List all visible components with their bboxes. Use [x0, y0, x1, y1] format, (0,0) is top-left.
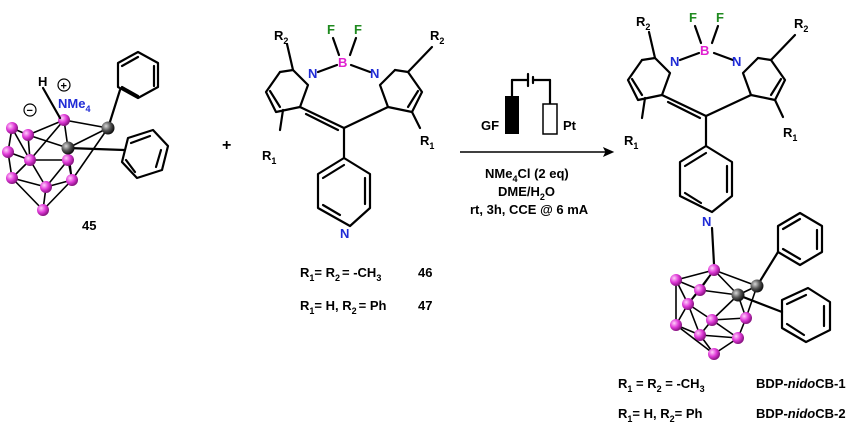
- cage-boron-atom: [6, 122, 18, 134]
- product-substituent-R2-left: R2: [636, 14, 650, 32]
- cage-carbon-atom: [750, 279, 764, 293]
- compound-number-46: 46: [418, 265, 432, 280]
- minus-charge-label: −: [27, 105, 33, 117]
- cage-boron-atom: [24, 154, 36, 166]
- nido-carborane-45: H NMe4 + − 45: [2, 50, 170, 233]
- cage-boron-atom: [37, 204, 49, 216]
- reagent-line: NMe4Cl (2 eq): [485, 166, 569, 184]
- bdp-nidocb-product: R2 R2 R1 R1 F F B N N N R1 = R2 = -CH3 B…: [618, 10, 846, 424]
- fluorine-label-left: F: [327, 22, 335, 37]
- plus-sign: +: [222, 137, 231, 154]
- substituent-R2-left: R2: [274, 28, 288, 46]
- cage-boron-atom: [670, 274, 682, 286]
- reaction-conditions: GF Pt NMe4Cl (2 eq) DME/H2O rt, 3h, CCE …: [460, 72, 615, 217]
- conditions-line: rt, 3h, CCE @ 6 mA: [470, 202, 589, 217]
- ammonium-label: NMe4: [58, 96, 90, 114]
- bodipy-pyridine-reactant: R2 R2 R1 R1 F F B N N N R1= R2= -CH3 46 …: [262, 22, 444, 316]
- product-variant-1-definition: R1 = R2 = -CH3: [618, 376, 705, 394]
- product-variant-2-definition: R1= H, R2= Ph: [618, 406, 703, 424]
- nitrogen-label-left: N: [308, 66, 317, 81]
- cage-boron-atom: [22, 129, 34, 141]
- pyridine-nitrogen-label: N: [340, 226, 349, 241]
- cage-boron-atom: [740, 312, 752, 324]
- product-phenyl-ring-upper: [755, 211, 824, 288]
- cage-boron-atom: [708, 348, 720, 360]
- phenyl-ring-upper: [107, 50, 160, 127]
- cage-boron-atom: [694, 284, 706, 296]
- platinum-electrode: [542, 103, 558, 135]
- plus-charge-label: +: [61, 81, 67, 93]
- phenyl-ring-lower: [66, 128, 170, 180]
- electrode-label-pt: Pt: [563, 118, 577, 133]
- cage-carbon-atom: [61, 141, 75, 155]
- cage-boron-atom: [40, 181, 52, 193]
- cage-carbon-atom: [101, 121, 115, 135]
- cage-boron-atom: [66, 174, 78, 186]
- cage-boron-atom: [708, 264, 720, 276]
- substituent-R2-right: R2: [430, 28, 444, 46]
- cage-boron-atom: [6, 172, 18, 184]
- product-cage-atoms: [670, 264, 764, 360]
- cage-boron-atom: [62, 154, 74, 166]
- cage-boron-atom: [694, 329, 706, 341]
- compound-number-45: 45: [82, 218, 96, 233]
- cage-boron-atom: [2, 146, 14, 158]
- nitrogen-label-right: N: [370, 66, 379, 81]
- variant-46-definition: R1= R2= -CH3: [300, 265, 381, 283]
- fluorine-label-right: F: [354, 22, 362, 37]
- electrolysis-cell-icon: [505, 72, 558, 135]
- product-name-2: BDP-nidoCB-2: [756, 406, 846, 421]
- cage-boron-atom: [706, 314, 718, 326]
- cage-carbon-atom: [731, 288, 745, 302]
- product-nitrogen-label-left: N: [670, 54, 679, 69]
- cage-boron-atom: [682, 298, 694, 310]
- product-nitrogen-label-right: N: [732, 54, 741, 69]
- solvent-line: DME/H2O: [498, 184, 555, 202]
- product-substituent-R1-left: R1: [624, 133, 638, 151]
- graphite-felt-electrode: [505, 96, 519, 134]
- product-substituent-R2-right: R2: [794, 16, 808, 34]
- product-fluorine-label-left: F: [689, 10, 697, 25]
- product-fluorine-label-right: F: [716, 10, 724, 25]
- substituent-R1-left: R1: [262, 148, 276, 166]
- product-substituent-R1-right: R1: [783, 125, 797, 143]
- cage-boron-atom: [670, 319, 682, 331]
- electrode-label-gf: GF: [481, 118, 499, 133]
- variant-47-definition: R1= H, R2= Ph: [300, 298, 387, 316]
- cage-boron-atom: [732, 332, 744, 344]
- compound-number-47: 47: [418, 298, 432, 313]
- hydrogen-label: H: [38, 74, 47, 89]
- substituent-R1-right: R1: [420, 133, 434, 151]
- pyridinium-nitrogen-label: N: [702, 214, 711, 229]
- product-cage-bonds: [675, 269, 758, 355]
- product-name-1: BDP-nidoCB-1: [756, 376, 846, 391]
- cage-boron-atom: [58, 114, 70, 126]
- carborane-cage-atoms: [2, 114, 115, 216]
- boron-label: B: [338, 55, 347, 70]
- product-boron-label: B: [700, 43, 709, 58]
- product-phenyl-ring-lower: [736, 286, 832, 344]
